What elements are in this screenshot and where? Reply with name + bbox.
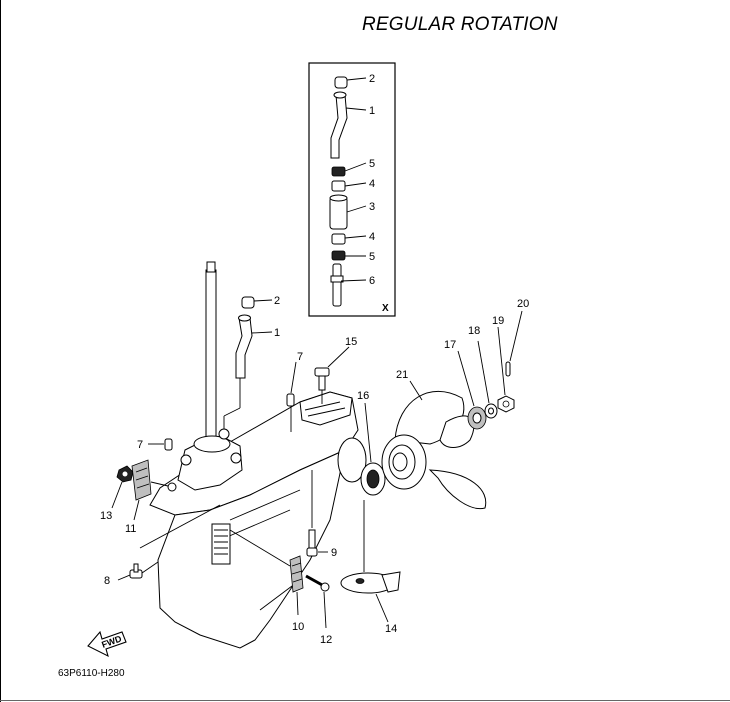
callout-2: 2 [274, 295, 280, 307]
part-17-washer [457, 350, 487, 430]
inset-callout-5: 5 [369, 158, 375, 170]
part-19-nut [497, 326, 515, 413]
callout-10: 10 [292, 621, 304, 633]
inset-callout-1: 1 [369, 105, 375, 117]
inset-callout-3: 3 [369, 201, 375, 213]
inset-callout-5b: 5 [369, 251, 375, 263]
part-7-dowel-upper [286, 361, 297, 432]
callout-12: 12 [320, 634, 332, 646]
part-11-bracket [131, 459, 177, 521]
drive-shaft [205, 261, 217, 456]
callout-16: 16 [357, 390, 369, 402]
callout-9: 9 [331, 547, 337, 559]
inset-callout-4b: 4 [369, 231, 375, 243]
callout-15: 15 [345, 336, 357, 348]
callout-7-upper: 7 [297, 351, 303, 363]
part-8-screw [117, 504, 221, 581]
inset-label-x: X [382, 303, 389, 314]
water-tube-assembly [223, 296, 255, 430]
callout-19: 19 [492, 315, 504, 327]
part-12-screw [305, 574, 330, 629]
inset-callout-6: 6 [369, 275, 375, 287]
inset-detail-x: 2 1 5 4 3 4 5 6 X [308, 62, 396, 317]
part-21-propeller [381, 380, 487, 510]
part-16-thrust-washer [360, 402, 386, 496]
callout-21: 21 [396, 369, 408, 381]
lower-unit-housing [149, 391, 367, 649]
part-20-cotter-pin [505, 310, 523, 377]
part-18-spacer [477, 340, 498, 419]
callout-11: 11 [125, 523, 136, 535]
inset-callout-2: 2 [369, 73, 375, 85]
callout-14: 14 [385, 623, 397, 635]
callout-17: 17 [444, 339, 456, 351]
part-14-trim-tab [340, 500, 401, 623]
part-13-nut [111, 465, 134, 509]
part-10-anode [229, 529, 304, 616]
callout-18: 18 [468, 325, 480, 337]
part-15-bolt [314, 346, 350, 404]
callout-1: 1 [274, 327, 280, 339]
part-7-dowel-lower [148, 438, 173, 451]
callout-20: 20 [517, 298, 529, 310]
inset-callout-4: 4 [369, 178, 375, 190]
bottom-border [0, 700, 730, 701]
diagram-title: REGULAR ROTATION [362, 14, 558, 35]
drawing-code: 63P6110-H280 [58, 668, 125, 679]
part-9-bolt [306, 470, 328, 557]
left-border [0, 0, 1, 702]
callout-7-lower: 7 [137, 439, 143, 451]
callout-8: 8 [104, 575, 110, 587]
callout-13: 13 [100, 510, 112, 522]
fwd-arrow-icon: FWD [87, 630, 127, 658]
